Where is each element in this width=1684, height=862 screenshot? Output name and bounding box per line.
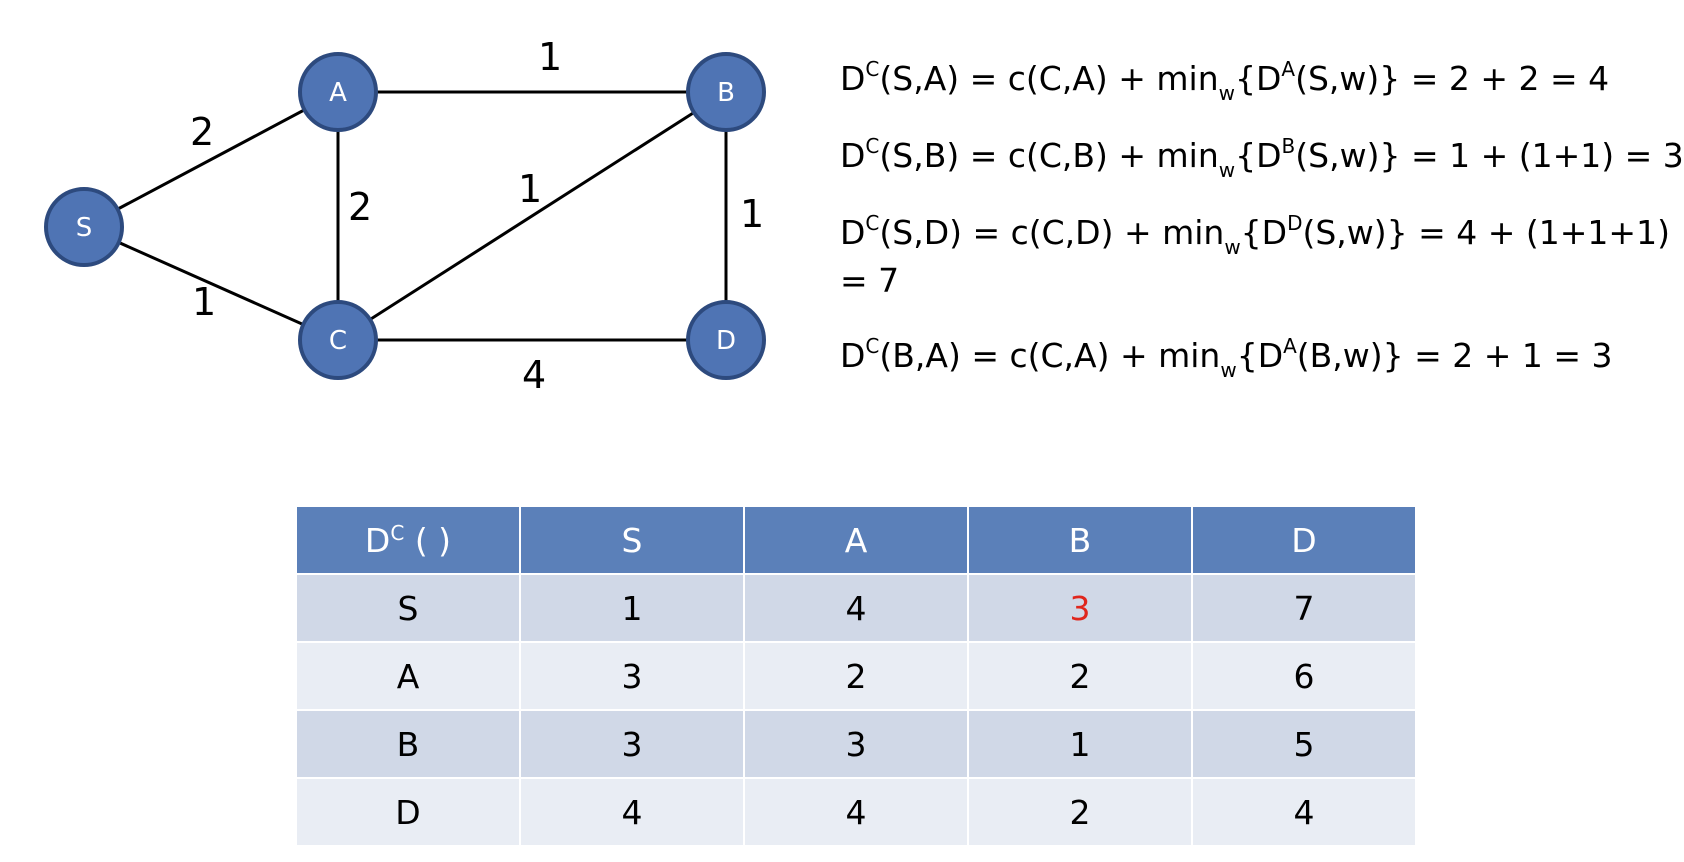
column-header: D bbox=[1191, 505, 1417, 575]
column-header: S bbox=[519, 505, 745, 575]
edge-label-a-b: 1 bbox=[538, 35, 562, 79]
table-cell: 1 bbox=[967, 709, 1193, 779]
table-cell: 4 bbox=[743, 573, 969, 643]
edge-s-a bbox=[83, 90, 339, 229]
table-row: A 3 2 2 6 bbox=[295, 641, 1417, 711]
eq-inner-d: {D bbox=[1240, 213, 1288, 252]
edge-label-c-b: 1 bbox=[518, 167, 542, 211]
table-cell: 3 bbox=[519, 641, 745, 711]
row-label: A bbox=[295, 641, 521, 711]
equation-1: DC(S,A) = c(C,A) + minw{DA(S,w)} = 2 + 2… bbox=[840, 55, 1609, 103]
row-label: B bbox=[295, 709, 521, 779]
eq-inner-d: {D bbox=[1235, 59, 1282, 98]
edge-label-a-c: 2 bbox=[348, 185, 372, 229]
eq-d: D bbox=[840, 213, 866, 252]
table-cell: 1 bbox=[519, 573, 745, 643]
eq-min-sub: w bbox=[1224, 235, 1241, 259]
edge-label-s-c: 1 bbox=[192, 280, 216, 324]
edge-label-s-a: 2 bbox=[190, 110, 214, 154]
column-header: B bbox=[967, 505, 1193, 575]
eq-min-sub: w bbox=[1220, 358, 1237, 382]
eq-inner-sup: D bbox=[1287, 211, 1303, 235]
eq-inner-d: {D bbox=[1235, 136, 1282, 175]
eq-rest: (B,w)} = 2 + 1 = 3 bbox=[1296, 336, 1613, 375]
distance-table: DC ( ) S A B D S 1 4 3 7 A 3 2 2 6 B 3 3… bbox=[295, 505, 1417, 847]
eq-d: D bbox=[840, 59, 866, 98]
table-cell: 2 bbox=[967, 777, 1193, 847]
node-label-c: C bbox=[329, 326, 347, 356]
edge-label-c-d: 4 bbox=[522, 353, 546, 397]
equation-4: DC(B,A) = c(C,A) + minw{DA(B,w)} = 2 + 1… bbox=[840, 332, 1613, 380]
node-label-a: A bbox=[329, 78, 347, 108]
column-header: A bbox=[743, 505, 969, 575]
table-corner-header: DC ( ) bbox=[295, 505, 521, 575]
eq-inner-sup: A bbox=[1283, 334, 1297, 358]
eq-sup: C bbox=[865, 211, 880, 235]
table-header-row: DC ( ) S A B D bbox=[295, 505, 1417, 575]
eq-inner-d: {D bbox=[1236, 336, 1284, 375]
row-label: S bbox=[295, 573, 521, 643]
node-label-d: D bbox=[716, 326, 736, 356]
node-b: B bbox=[686, 52, 766, 132]
equation-3: DC(S,D) = c(C,D) + minw{DD(S,w)} = 4 + (… bbox=[840, 209, 1670, 305]
graph-edge-labels: 2 1 1 2 1 1 4 bbox=[190, 35, 764, 397]
table-cell: 2 bbox=[743, 641, 969, 711]
table-row: D 4 4 2 4 bbox=[295, 777, 1417, 847]
table-row: S 1 4 3 7 bbox=[295, 573, 1417, 643]
node-d: D bbox=[686, 300, 766, 380]
node-c: C bbox=[298, 300, 378, 380]
eq-min-sub: w bbox=[1218, 158, 1236, 182]
node-a: A bbox=[298, 52, 378, 132]
eq-rest: (S,w)} = 4 + (1+1+1) bbox=[1302, 213, 1670, 252]
table-cell: 7 bbox=[1191, 573, 1417, 643]
edge-c-b bbox=[337, 90, 727, 342]
node-s: S bbox=[44, 187, 124, 267]
table-cell: 2 bbox=[967, 641, 1193, 711]
eq-rest: (S,w)} = 2 + 2 = 4 bbox=[1295, 59, 1610, 98]
table-cell: 4 bbox=[1191, 777, 1417, 847]
eq-inner-sup: A bbox=[1281, 57, 1296, 81]
eq-min-sub: w bbox=[1218, 81, 1235, 105]
eq-rest: (S,w)} = 1 + (1+1) = 3 bbox=[1295, 136, 1684, 175]
network-graph: 2 1 1 2 1 1 4 S A B C D bbox=[44, 35, 766, 397]
eq-sup: C bbox=[865, 57, 880, 81]
equation-2: DC(S,B) = c(C,B) + minw{DB(S,w)} = 1 + (… bbox=[840, 132, 1684, 180]
eq-sup: C bbox=[865, 334, 880, 358]
edge-s-c bbox=[83, 225, 339, 342]
eq-args: (S,D) = c(C,D) + min bbox=[879, 213, 1225, 252]
node-label-s: S bbox=[76, 213, 93, 243]
corner-sup: C bbox=[390, 520, 405, 545]
table-cell: 3 bbox=[519, 709, 745, 779]
table-cell-highlighted: 3 bbox=[967, 573, 1193, 643]
eq-d: D bbox=[840, 136, 866, 175]
table-cell: 4 bbox=[519, 777, 745, 847]
table-row: B 3 3 1 5 bbox=[295, 709, 1417, 779]
eq-d: D bbox=[840, 336, 866, 375]
graph-nodes: S A B C D bbox=[44, 52, 766, 380]
node-label-b: B bbox=[717, 78, 735, 108]
corner-rest: ( ) bbox=[414, 520, 452, 560]
corner-d: D bbox=[364, 520, 391, 560]
table-cell: 5 bbox=[1191, 709, 1417, 779]
table-cell: 6 bbox=[1191, 641, 1417, 711]
eq-args: (S,B) = c(C,B) + min bbox=[879, 136, 1219, 175]
eq-inner-sup: B bbox=[1281, 134, 1296, 158]
row-label: D bbox=[295, 777, 521, 847]
eq-args: (S,A) = c(C,A) + min bbox=[879, 59, 1219, 98]
table-cell: 4 bbox=[743, 777, 969, 847]
table-cell: 3 bbox=[743, 709, 969, 779]
edge-label-b-d: 1 bbox=[740, 192, 764, 236]
graph-edges bbox=[83, 90, 728, 342]
eq-sup: C bbox=[865, 134, 880, 158]
eq-continuation: = 7 bbox=[840, 261, 900, 300]
eq-args: (B,A) = c(C,A) + min bbox=[879, 336, 1221, 375]
